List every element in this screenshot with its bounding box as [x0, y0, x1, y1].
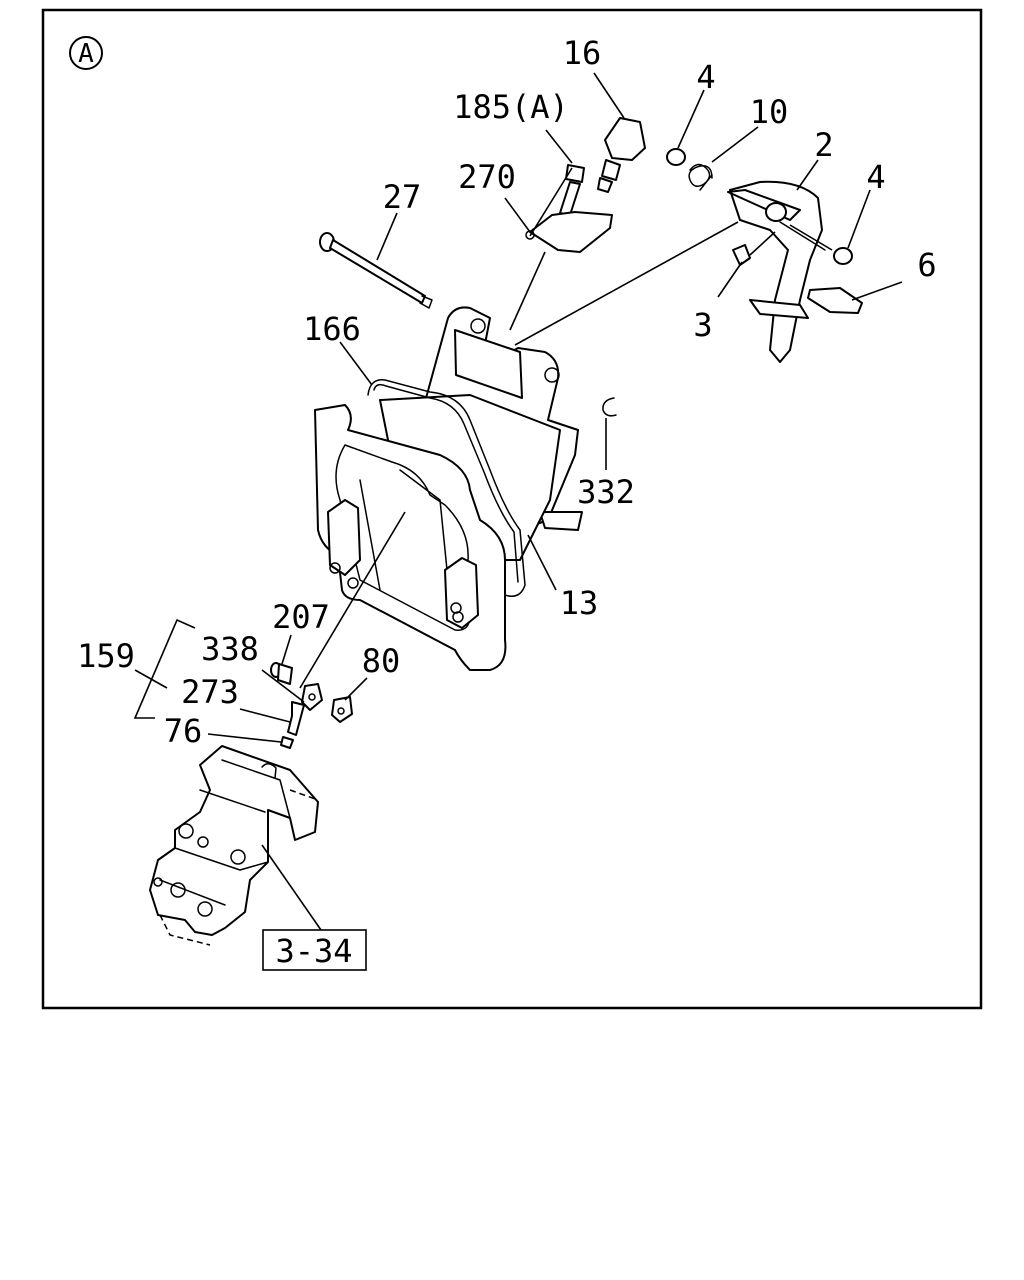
section-marker-letter: A — [78, 39, 94, 69]
callout-13: 13 — [560, 584, 599, 622]
leader-lines — [133, 72, 903, 931]
callout-4-lower: 4 — [866, 158, 885, 196]
snap-ring — [602, 397, 617, 417]
callout-80: 80 — [362, 642, 401, 680]
push-rod-273 — [287, 701, 305, 736]
pedal-arm — [727, 180, 826, 363]
callout-338: 338 — [201, 630, 259, 668]
callout-76: 76 — [164, 712, 203, 750]
section-marker: A — [69, 36, 103, 70]
callout-207: 207 — [272, 598, 330, 636]
return-spring — [688, 163, 713, 191]
callout-4-upper: 4 — [696, 58, 715, 96]
gasket — [367, 379, 526, 597]
bushing-lower — [833, 247, 853, 265]
pin-207 — [270, 662, 293, 685]
reference-box: 3-34 — [262, 929, 367, 971]
callout-166: 166 — [303, 310, 361, 348]
nut-80 — [331, 696, 353, 723]
assembly-lines — [299, 167, 833, 689]
callout-16: 16 — [563, 34, 602, 72]
callout-27: 27 — [383, 178, 422, 216]
brake-valve-assembly — [149, 745, 319, 946]
pedal-bracket — [314, 306, 583, 671]
callout-273: 273 — [181, 673, 239, 711]
diagram-frame — [41, 8, 983, 1010]
pedal-switch — [597, 117, 646, 193]
pedal-pad — [807, 287, 863, 314]
switch-bolt — [559, 164, 585, 216]
retaining-clip — [732, 244, 751, 266]
callout-10: 10 — [750, 93, 789, 131]
nut-76 — [280, 736, 294, 749]
reference-label: 3-34 — [275, 932, 352, 970]
clevis-338 — [301, 683, 323, 711]
bushing-upper — [666, 148, 686, 166]
pivot-bolt — [319, 232, 433, 309]
switch-bracket — [525, 211, 613, 253]
callout-270: 270 — [458, 158, 516, 196]
callout-159: 159 — [77, 637, 135, 675]
callout-3: 3 — [693, 306, 712, 344]
callout-2: 2 — [814, 126, 833, 164]
callout-332: 332 — [577, 473, 635, 511]
callout-185a: 185(A) — [453, 88, 569, 126]
callout-6: 6 — [917, 246, 936, 284]
